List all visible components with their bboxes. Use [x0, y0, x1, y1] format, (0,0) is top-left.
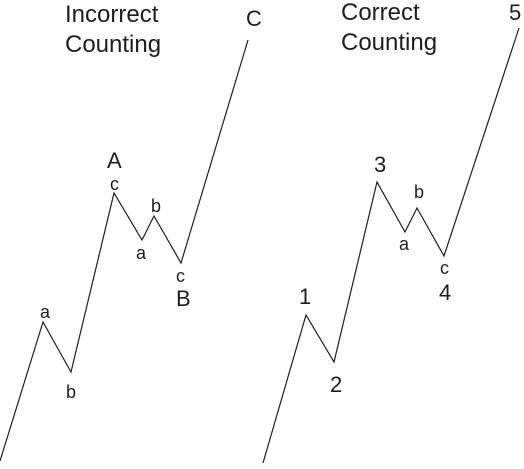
incorrect-title-line2: Counting: [65, 31, 161, 58]
correct-wave-line: [262, 27, 520, 464]
label-1: 1: [299, 284, 311, 309]
label-b-1: b: [66, 382, 76, 402]
label-c-2: c: [176, 266, 185, 286]
incorrect-title-line1: Incorrect: [65, 1, 159, 28]
correct-title-line2: Counting: [341, 29, 437, 56]
label-a-1: a: [40, 302, 51, 322]
label-b-2: b: [151, 196, 161, 216]
incorrect-wave-line: [0, 39, 249, 462]
correct-counting-panel: Correct Counting 1 2 3 a b c 4 5: [262, 0, 521, 464]
label-b-3: b: [414, 182, 424, 202]
label-a-3: a: [399, 234, 410, 254]
correct-title-line1: Correct: [341, 0, 420, 26]
label-c-1: c: [110, 174, 119, 194]
incorrect-counting-panel: Incorrect Counting a b A c a b c B C: [0, 1, 262, 462]
label-C: C: [246, 6, 262, 31]
label-2: 2: [330, 372, 342, 397]
label-c-3: c: [440, 258, 449, 278]
label-a-2: a: [136, 243, 147, 263]
label-B: B: [176, 286, 191, 311]
label-5: 5: [509, 0, 521, 25]
label-A: A: [107, 148, 122, 173]
label-4: 4: [439, 280, 451, 305]
label-3: 3: [374, 152, 386, 177]
